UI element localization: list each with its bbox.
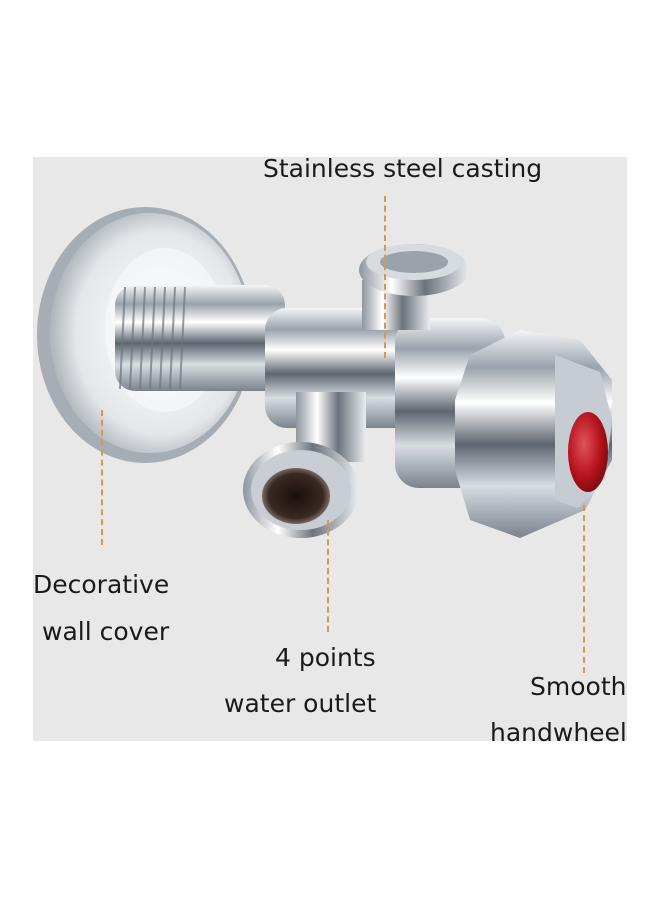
- outlet-label-line1: 4 points: [275, 643, 376, 672]
- handwheel-label-line1: Smooth: [530, 672, 627, 701]
- handwheel: [455, 330, 612, 538]
- handwheel-leader-line: [583, 505, 585, 673]
- casting-label: Stainless steel casting: [263, 154, 543, 183]
- casting-leader-line: [384, 196, 386, 358]
- outlet-leader-line: [327, 520, 329, 632]
- threaded-inlet-pipe: [115, 285, 285, 391]
- bottom-outlet: [243, 392, 366, 538]
- wall-cover-leader-line: [101, 410, 103, 545]
- wall-cover-label-line2: wall cover: [42, 617, 170, 646]
- handwheel-label-line2: handwheel: [490, 718, 627, 747]
- wall-cover-label-line1: Decorative: [33, 570, 170, 599]
- outlet-label-line2: water outlet: [224, 689, 377, 718]
- top-outlet: [359, 244, 469, 330]
